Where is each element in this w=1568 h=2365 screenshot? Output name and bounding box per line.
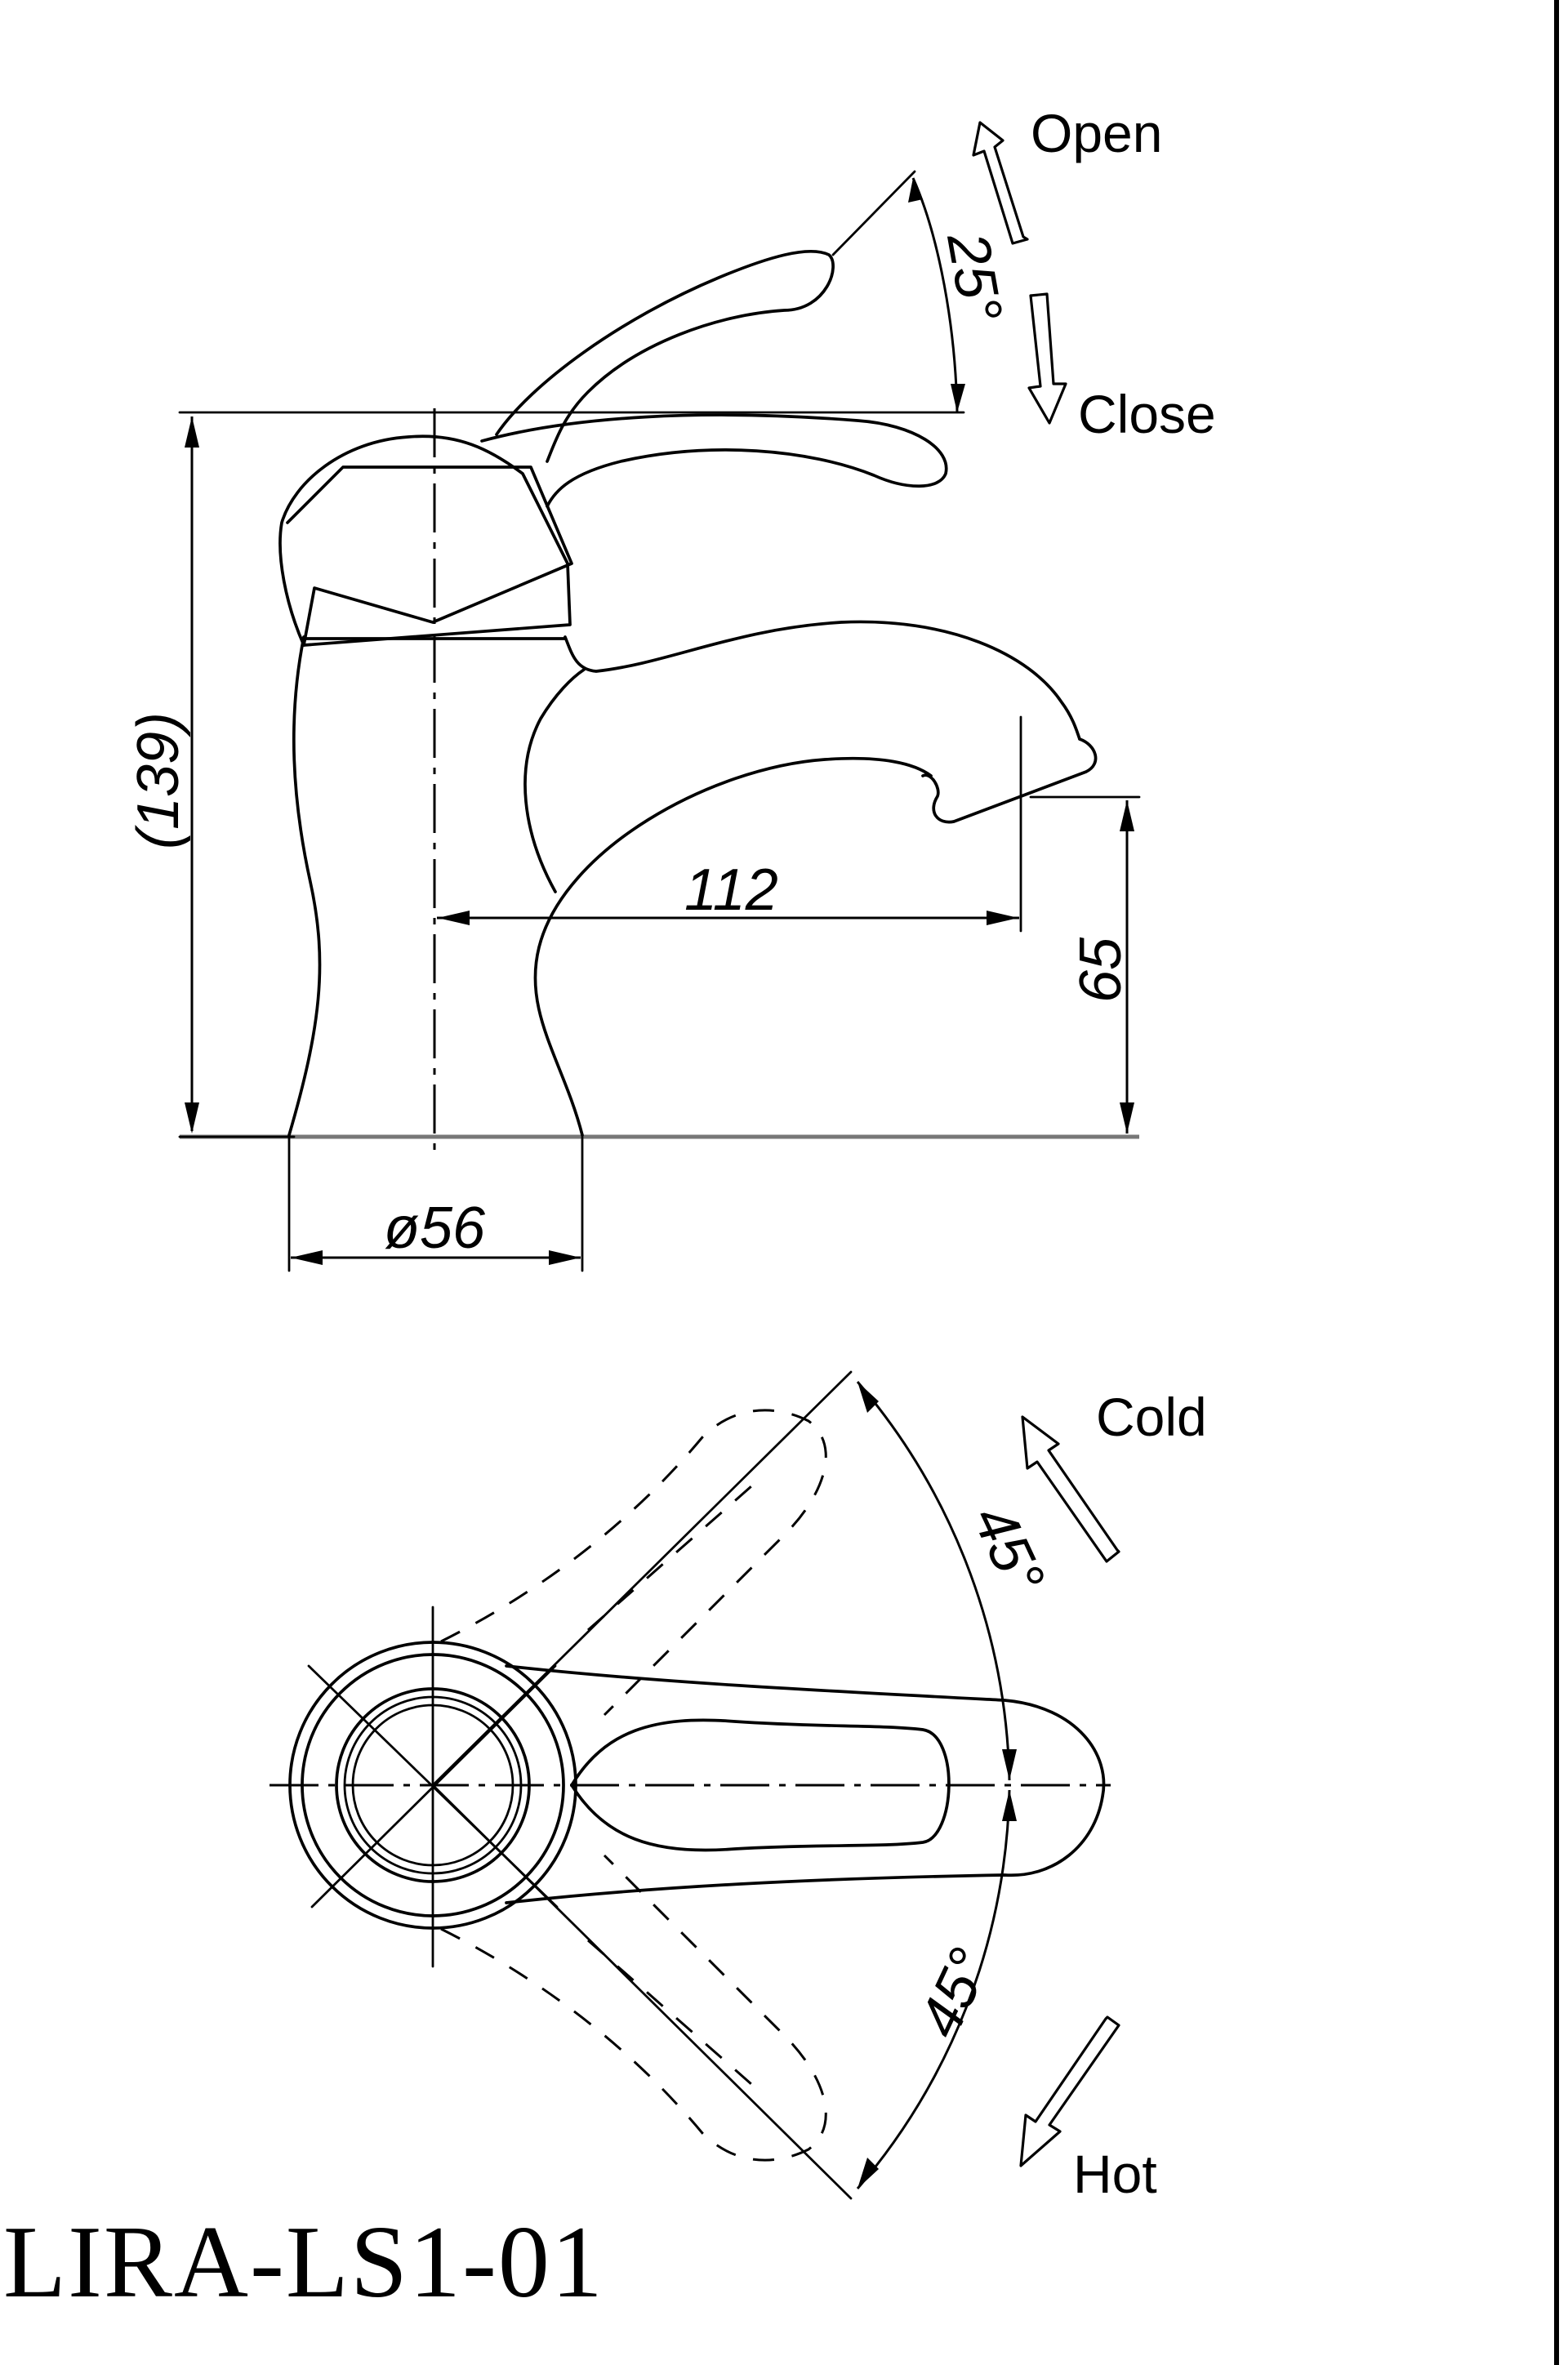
lever-center-inner <box>570 1718 951 1852</box>
lever-closed <box>480 413 948 508</box>
lever-open <box>495 249 835 463</box>
handle-cap-facet <box>286 465 573 647</box>
diameter-label: ø56 <box>384 1196 486 1261</box>
open-arrow-icon <box>972 121 1029 245</box>
spout-top <box>564 620 1081 741</box>
angle-arc-25 <box>911 177 959 413</box>
angle-ref-top <box>831 170 916 256</box>
angle-ray-cold <box>431 1370 853 1787</box>
spout-nozzle <box>921 737 1098 824</box>
lever-hot-ghost <box>440 1854 827 2162</box>
height-label: (139) <box>126 712 191 849</box>
body-right-profile <box>533 756 933 1137</box>
hot-label: Hot <box>1073 2144 1157 2204</box>
top-plan-view: 45° 45° Cold Hot <box>270 1370 1207 2204</box>
angle-arc-hot <box>856 1789 1011 2189</box>
model-code: LIRA-LS1-01 <box>3 2206 604 2319</box>
angle-label-hot: 45° <box>906 1939 1004 2047</box>
spout-height-label: 65 <box>1068 937 1134 1003</box>
close-arrow-icon <box>1027 292 1067 425</box>
open-label: Open <box>1031 103 1162 163</box>
handle-cap <box>278 434 572 647</box>
lever-center <box>505 1664 1106 1904</box>
hot-arrow-icon <box>1019 2015 1120 2167</box>
cold-label: Cold <box>1096 1387 1207 1447</box>
side-elevation-view: 25° Open Close (139) 112 65 ø56 <box>126 103 1216 1272</box>
reach-label: 112 <box>684 857 778 923</box>
close-label: Close <box>1078 384 1216 444</box>
body-inner-curve <box>523 668 586 893</box>
lever-cold-ghost <box>440 1409 827 1717</box>
angle-arc-cold <box>856 1381 1011 1781</box>
cold-arrow-icon <box>1021 1415 1120 1563</box>
body-left-profile <box>287 635 322 1137</box>
angle-ray-hot <box>431 1784 853 2200</box>
angle-label-25: 25° <box>934 227 1014 327</box>
